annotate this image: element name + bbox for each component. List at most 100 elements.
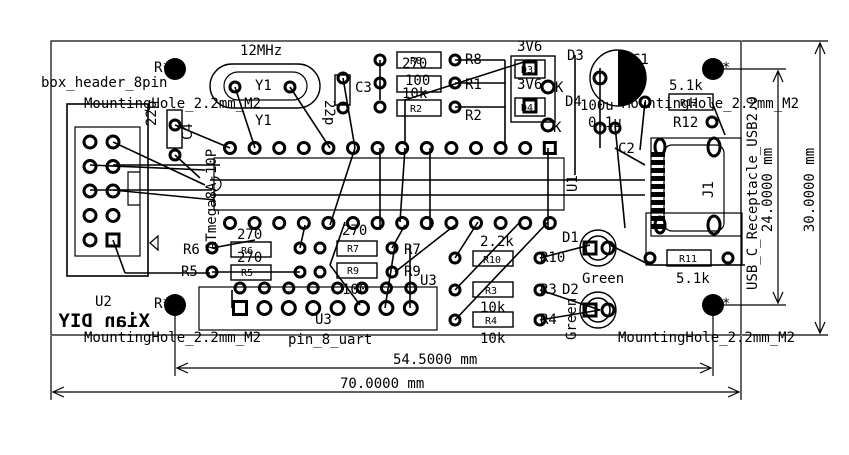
mounting-hole-tr xyxy=(702,58,724,80)
k2-label: K xyxy=(553,120,562,136)
u1-pad xyxy=(518,141,533,155)
u3-pad xyxy=(306,281,320,295)
r6-label: R6 xyxy=(183,242,200,258)
r4-body-label: R4 xyxy=(485,316,497,327)
d3-body-label: D3 xyxy=(521,65,533,76)
c4-label: C4 xyxy=(180,123,196,140)
r10-label: R10 xyxy=(540,250,565,266)
j1-label: J1 xyxy=(701,181,717,198)
component-pad xyxy=(593,121,607,135)
c1-value: 100u xyxy=(580,98,614,114)
dim-height-label: 30.0000 mm xyxy=(802,148,818,232)
pads xyxy=(82,53,735,327)
c1-label: C1 xyxy=(632,52,649,68)
mounting-hole-tl-value: MountingHole_2.2mm_M2 xyxy=(84,96,261,112)
u3-pad xyxy=(256,300,273,316)
mounting-hole-tr-value: MountingHole_2.2mm_M2 xyxy=(622,96,799,112)
lead-pad xyxy=(448,100,462,114)
d4-label: D4 xyxy=(565,94,582,110)
d3-label: D3 xyxy=(567,48,584,64)
u1-pad xyxy=(469,141,483,155)
c2-value: 0.1u xyxy=(588,115,622,131)
lead-pad xyxy=(283,80,297,94)
u3-pad xyxy=(404,281,418,295)
u3-pad xyxy=(331,281,345,295)
mounting-hole-br-ref: R** xyxy=(705,296,730,312)
component-pad xyxy=(600,302,616,318)
lead-pad xyxy=(448,53,462,67)
u1-pad xyxy=(321,216,336,230)
r2-body-label: R2 xyxy=(410,104,422,115)
r1-value: 100 xyxy=(405,73,430,89)
r7-body-label: R7 xyxy=(347,244,359,255)
u1-pad xyxy=(346,141,360,155)
lead-pad xyxy=(313,241,327,255)
u1-pad xyxy=(493,216,508,230)
lead-pad xyxy=(721,251,735,265)
component-pad xyxy=(592,70,608,86)
r3-value: 10k xyxy=(480,300,506,316)
u1-pad xyxy=(370,216,385,230)
r8-value: 270 xyxy=(402,56,427,72)
u1-pad xyxy=(542,141,557,155)
r7-label: R7 xyxy=(404,242,421,258)
lead-pad xyxy=(373,53,387,67)
lead-pad xyxy=(533,251,547,265)
j1-value: USB_C_Receptacle_USB2.0 xyxy=(745,96,761,290)
u3-label: U3 xyxy=(420,273,437,289)
u3-pad xyxy=(354,300,370,316)
r5-label: R5 xyxy=(181,264,198,280)
u1-pad xyxy=(518,216,533,230)
u1-pad xyxy=(247,141,262,155)
u3-pad xyxy=(233,281,247,295)
dimension-lines xyxy=(50,40,828,400)
dim-width-label: 70.0000 mm xyxy=(340,376,424,392)
u3-pad xyxy=(305,300,322,316)
mounting-hole-br-value: MountingHole_2.2mm_M2 xyxy=(618,330,795,346)
u1-pad xyxy=(223,141,237,155)
component-pad xyxy=(522,98,538,114)
box-header-pad xyxy=(105,183,121,199)
box-header-pad xyxy=(82,134,98,150)
component-pad xyxy=(608,121,622,135)
u1-pad xyxy=(321,141,336,155)
u3-pad xyxy=(355,281,369,295)
mounting-hole-bl xyxy=(164,294,186,316)
lead-pad xyxy=(643,251,657,265)
component-pad xyxy=(522,60,538,76)
box-header-pad xyxy=(82,232,98,248)
lead-pad xyxy=(448,76,462,90)
r10-value: 2.2k xyxy=(480,234,514,250)
d1-value: Green xyxy=(582,271,624,287)
r11-value: 5.1k xyxy=(676,271,710,287)
u1-pad xyxy=(419,141,434,155)
box-header-pad xyxy=(105,134,121,150)
d3-value: 3V6 xyxy=(517,39,542,55)
lead-pad xyxy=(638,95,652,109)
box-header-pad xyxy=(82,183,98,199)
r12-label: R12 xyxy=(673,115,698,131)
r9-value: 100 xyxy=(342,282,367,298)
lead-pad xyxy=(448,313,462,327)
component-pad xyxy=(628,70,644,86)
component-pad xyxy=(600,240,616,256)
u1-pad xyxy=(444,141,459,155)
c4-value: 22p xyxy=(144,101,160,126)
lead-pad xyxy=(448,283,462,297)
dim-usb-height-label: 24.0000 mm xyxy=(760,148,776,232)
r9-body-label: R9 xyxy=(347,266,359,277)
component-pad xyxy=(540,79,556,95)
lead-pad xyxy=(373,76,387,90)
box-header-pad xyxy=(105,159,121,174)
u1-pad xyxy=(223,216,237,230)
u1-pad xyxy=(444,216,459,230)
r6-body-label: R6 xyxy=(241,246,253,257)
u1-outline xyxy=(213,157,565,211)
r5-body-label: R5 xyxy=(241,268,253,279)
r3-body-label: R3 xyxy=(485,286,497,297)
d1-label: D1 xyxy=(562,230,579,246)
c3-value: 22p xyxy=(321,100,337,125)
u3-pad xyxy=(232,300,248,316)
resistor-bodies xyxy=(166,51,714,328)
lead-pad xyxy=(168,148,182,162)
